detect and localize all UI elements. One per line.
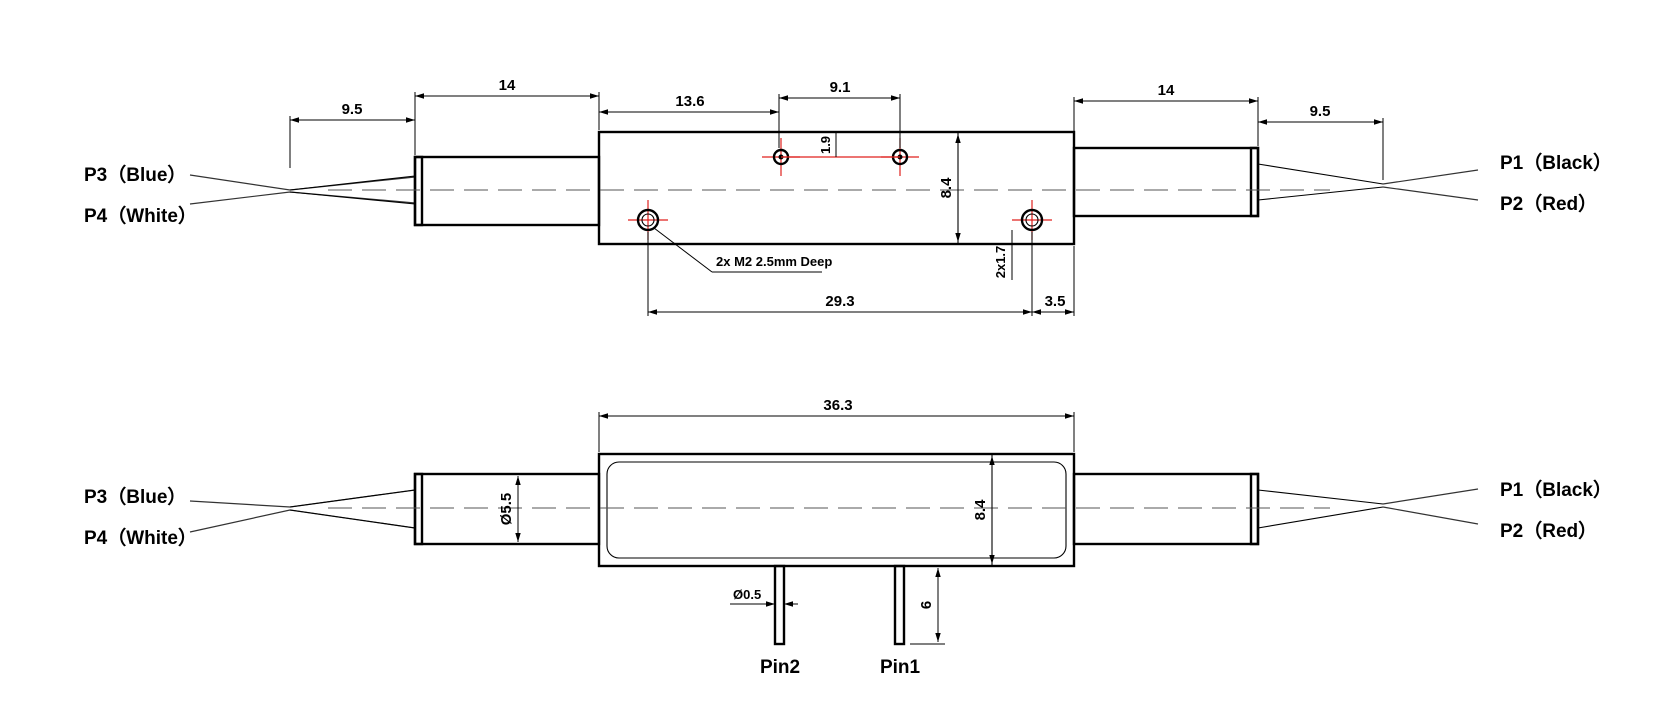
dim-body-height-top: 8.4 xyxy=(938,134,961,242)
dim-lead-left: 9.5 xyxy=(289,101,416,168)
dim-hole-gap: 1.9 xyxy=(818,133,837,157)
dim-tube-diameter: Ø5.5 xyxy=(498,476,521,542)
dim-body-height-side-label: 8.4 xyxy=(972,499,989,521)
side-port-p4-label: P4（White） xyxy=(84,526,197,549)
dim-edge-offset: 3.5 xyxy=(1032,293,1074,315)
side-port-p3-label: P3（Blue） xyxy=(84,485,186,508)
pin-2 xyxy=(773,564,786,646)
dim-hole-offset: 13.6 xyxy=(599,93,779,115)
side-port-p2-label: P2（Red） xyxy=(1500,519,1597,542)
dim-pin-diameter-label: Ø0.5 xyxy=(733,587,761,602)
side-device-body xyxy=(597,452,1076,568)
side-left-fiber-leads xyxy=(189,489,416,533)
dim-tube-right-label: 14 xyxy=(1158,82,1175,99)
dim-edge-offset-label: 3.5 xyxy=(1045,293,1066,310)
top-port-p1-label: P1（Black） xyxy=(1500,151,1612,174)
left-fiber-leads xyxy=(189,174,416,205)
dim-hole-spacing: 9.1 xyxy=(778,79,901,148)
side-right-tube xyxy=(1072,472,1260,546)
pin-1 xyxy=(893,564,906,646)
dim-bottom-span: 29.3 xyxy=(647,232,1075,316)
thread-note: 2x M2 2.5mm Deep xyxy=(653,227,832,273)
pin-2-label: Pin2 xyxy=(760,657,800,678)
dim-tube-right: 14 xyxy=(1073,82,1259,146)
dim-tube-left-label: 14 xyxy=(499,77,516,94)
dim-lead-right: 9.5 xyxy=(1258,103,1384,180)
dim-bottom-span-label: 29.3 xyxy=(825,293,854,310)
right-tube xyxy=(1072,146,1260,218)
right-fiber-leads xyxy=(1257,163,1479,201)
top-port-p2-label: P2（Red） xyxy=(1500,192,1597,215)
dim-tube-diameter-label: Ø5.5 xyxy=(498,493,515,526)
dim-lead-right-label: 9.5 xyxy=(1310,103,1331,120)
dim-hole-offset-label: 13.6 xyxy=(675,93,704,110)
top-view: 9.5 14 13.6 9.1 1.9 8.4 xyxy=(84,77,1612,316)
dim-body-height-side: 8.4 xyxy=(972,456,995,564)
side-port-p1-label: P1（Black） xyxy=(1500,478,1612,501)
dim-lead-left-label: 9.5 xyxy=(342,101,363,118)
thread-note-text: 2x M2 2.5mm Deep xyxy=(716,254,832,269)
dim-pin-length: 6 xyxy=(910,565,945,645)
dim-slot-label: 2x1.7 xyxy=(993,246,1008,279)
dim-slot: 2x1.7 xyxy=(993,230,1013,280)
top-port-p3-label: P3（Blue） xyxy=(84,163,186,186)
pin-1-label: Pin1 xyxy=(880,657,921,678)
side-right-fiber-leads xyxy=(1257,488,1479,529)
dim-body-length: 36.3 xyxy=(598,397,1075,452)
dim-body-height-top-label: 8.4 xyxy=(938,177,955,199)
top-port-p4-label: P4（White） xyxy=(84,204,197,227)
dim-pin-length-label: 6 xyxy=(918,601,935,609)
dim-pin-diameter: Ø0.5 xyxy=(730,587,798,607)
dim-body-length-label: 36.3 xyxy=(823,397,852,414)
dim-hole-spacing-label: 9.1 xyxy=(830,79,851,96)
dim-tube-left: 14 xyxy=(414,77,600,130)
dim-hole-gap-label: 1.9 xyxy=(818,136,833,154)
left-tube xyxy=(413,155,601,227)
side-view: 36.3 Ø5.5 8.4 Ø0.5 6 Pin2 Pin1 P3（Blue xyxy=(84,397,1612,678)
